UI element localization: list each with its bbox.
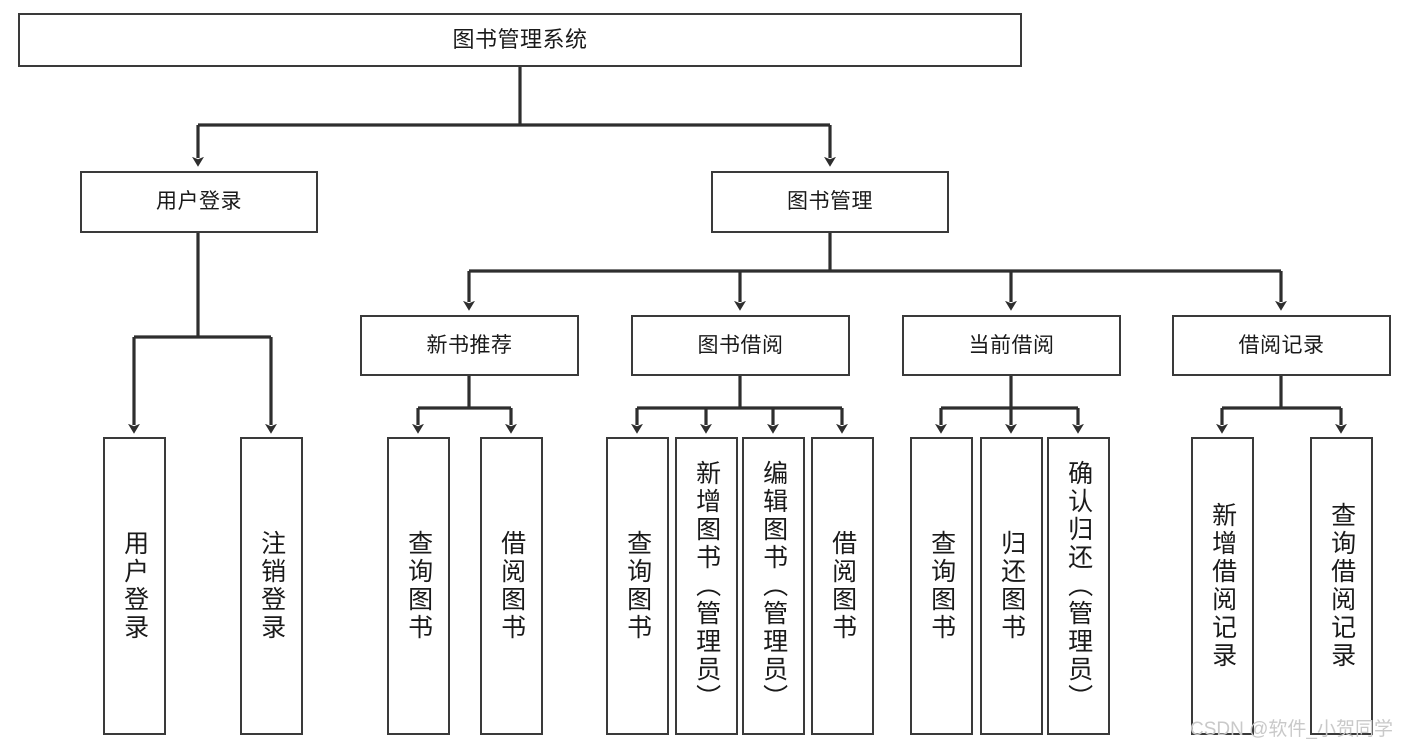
leaf-return-books[interactable]: 归还图书 bbox=[980, 437, 1043, 735]
leaf-borrow-books-borrowing[interactable]: 借阅图书 bbox=[811, 437, 874, 735]
node-label: 借阅图书 bbox=[828, 530, 857, 642]
node-borrowing-records[interactable]: 借阅记录 bbox=[1172, 315, 1391, 376]
node-label: 图书管理 bbox=[787, 190, 873, 214]
node-new-book-recommendation[interactable]: 新书推荐 bbox=[360, 315, 579, 376]
leaf-borrow-books-recommendation[interactable]: 借阅图书 bbox=[480, 437, 543, 735]
node-label: 查询借阅记录 bbox=[1327, 502, 1356, 670]
node-label: 新书推荐 bbox=[426, 333, 513, 357]
node-label: 归还图书 bbox=[997, 530, 1026, 642]
leaf-user-login[interactable]: 用户登录 bbox=[103, 437, 166, 735]
node-label: 查询图书 bbox=[404, 530, 433, 642]
node-book-borrowing[interactable]: 图书借阅 bbox=[631, 315, 850, 376]
node-current-borrowing[interactable]: 当前借阅 bbox=[902, 315, 1121, 376]
node-label: 图书借阅 bbox=[697, 333, 784, 357]
node-label: 编辑图书（管理员） bbox=[759, 460, 788, 712]
node-label: 借阅记录 bbox=[1238, 333, 1325, 357]
node-label: 注销登录 bbox=[257, 530, 286, 642]
leaf-logout[interactable]: 注销登录 bbox=[240, 437, 303, 735]
node-label: 新增借阅记录 bbox=[1208, 502, 1237, 670]
leaf-confirm-return-admin[interactable]: 确认归还（管理员） bbox=[1047, 437, 1110, 735]
node-label: 当前借阅 bbox=[968, 333, 1055, 357]
leaf-query-borrow-record[interactable]: 查询借阅记录 bbox=[1310, 437, 1373, 735]
leaf-add-borrow-record[interactable]: 新增借阅记录 bbox=[1191, 437, 1254, 735]
node-label: 借阅图书 bbox=[497, 530, 526, 642]
node-label: 查询图书 bbox=[623, 530, 652, 642]
leaf-edit-book-admin[interactable]: 编辑图书（管理员） bbox=[742, 437, 805, 735]
node-user-login[interactable]: 用户登录 bbox=[80, 171, 318, 233]
leaf-query-books-borrowing[interactable]: 查询图书 bbox=[606, 437, 669, 735]
leaf-query-books-current[interactable]: 查询图书 bbox=[910, 437, 973, 735]
leaf-add-book-admin[interactable]: 新增图书（管理员） bbox=[675, 437, 738, 735]
node-label: 查询图书 bbox=[927, 530, 956, 642]
node-root-system[interactable]: 图书管理系统 bbox=[18, 13, 1022, 67]
node-label: 图书管理系统 bbox=[452, 26, 588, 52]
leaf-query-books-recommendation[interactable]: 查询图书 bbox=[387, 437, 450, 735]
node-book-management[interactable]: 图书管理 bbox=[711, 171, 949, 233]
node-label: 新增图书（管理员） bbox=[692, 460, 721, 712]
node-label: 确认归还（管理员） bbox=[1064, 460, 1093, 712]
node-label: 用户登录 bbox=[156, 190, 242, 214]
csdn-watermark: CSDN @软件_小贺同学 bbox=[1190, 719, 1393, 740]
node-label: 用户登录 bbox=[120, 530, 149, 642]
